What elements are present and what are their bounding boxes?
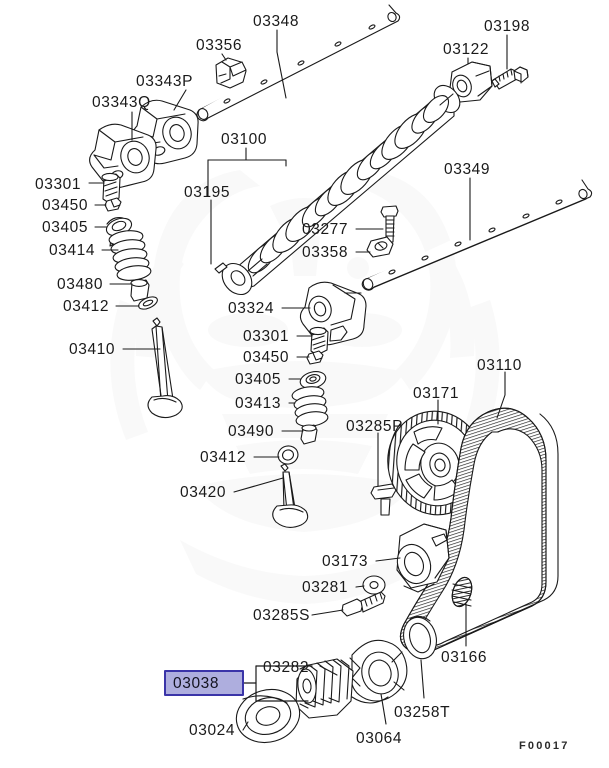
- part-label-03405-lower[interactable]: 03405: [235, 371, 282, 388]
- part-label-03414[interactable]: 03414: [49, 242, 96, 259]
- part-label-03281[interactable]: 03281: [302, 579, 349, 596]
- part-label-03198[interactable]: 03198: [484, 18, 531, 35]
- part-label-03324[interactable]: 03324: [228, 300, 275, 317]
- part-label-03277[interactable]: 03277: [302, 221, 349, 238]
- part-label-03490[interactable]: 03490: [228, 423, 275, 440]
- part-label-03285s[interactable]: 03285S: [253, 607, 311, 624]
- part-label-03122[interactable]: 03122: [443, 41, 490, 58]
- part-label-03348[interactable]: 03348: [253, 13, 300, 30]
- highlighted-part-label[interactable]: 03038: [173, 675, 220, 692]
- part-label-03301-upper[interactable]: 03301: [35, 176, 82, 193]
- part-label-03480[interactable]: 03480: [57, 276, 104, 293]
- part-label-03410[interactable]: 03410: [69, 341, 116, 358]
- part-label-03450-upper[interactable]: 03450: [42, 197, 89, 214]
- part-label-03413[interactable]: 03413: [235, 395, 282, 412]
- part-label-03195[interactable]: 03195: [184, 184, 231, 201]
- part-label-03356[interactable]: 03356: [196, 37, 243, 54]
- part-label-03412-lower[interactable]: 03412: [200, 449, 247, 466]
- part-label-03343q[interactable]: 03343Q: [92, 94, 151, 111]
- part-label-03412-upper[interactable]: 03412: [63, 298, 110, 315]
- part-label-03301-lower[interactable]: 03301: [243, 328, 290, 345]
- part-label-03405-upper[interactable]: 03405: [42, 219, 89, 236]
- part-label-03349[interactable]: 03349: [444, 161, 491, 178]
- highlighted-part-box[interactable]: [164, 670, 244, 696]
- part-label-03166[interactable]: 03166: [441, 649, 488, 666]
- part-label-03110[interactable]: 03110: [477, 357, 522, 374]
- part-label-03285p[interactable]: 03285P: [346, 418, 404, 435]
- figure-code-stamp: F00017: [519, 740, 570, 752]
- part-label-03282[interactable]: 03282: [263, 659, 310, 676]
- part-label-03450-lower[interactable]: 03450: [243, 349, 290, 366]
- part-label-03343p[interactable]: 03343P: [136, 73, 194, 90]
- part-label-03358[interactable]: 03358: [302, 244, 349, 261]
- part-label-03173[interactable]: 03173: [322, 553, 369, 570]
- part-label-03420[interactable]: 03420: [180, 484, 227, 501]
- part-label-03024[interactable]: 03024: [189, 722, 236, 739]
- part-label-03064[interactable]: 03064: [356, 730, 403, 747]
- part-label-03258t[interactable]: 03258T: [394, 704, 451, 721]
- part-label-03171[interactable]: 03171: [413, 385, 460, 402]
- part-label-03100[interactable]: 03100: [221, 131, 268, 148]
